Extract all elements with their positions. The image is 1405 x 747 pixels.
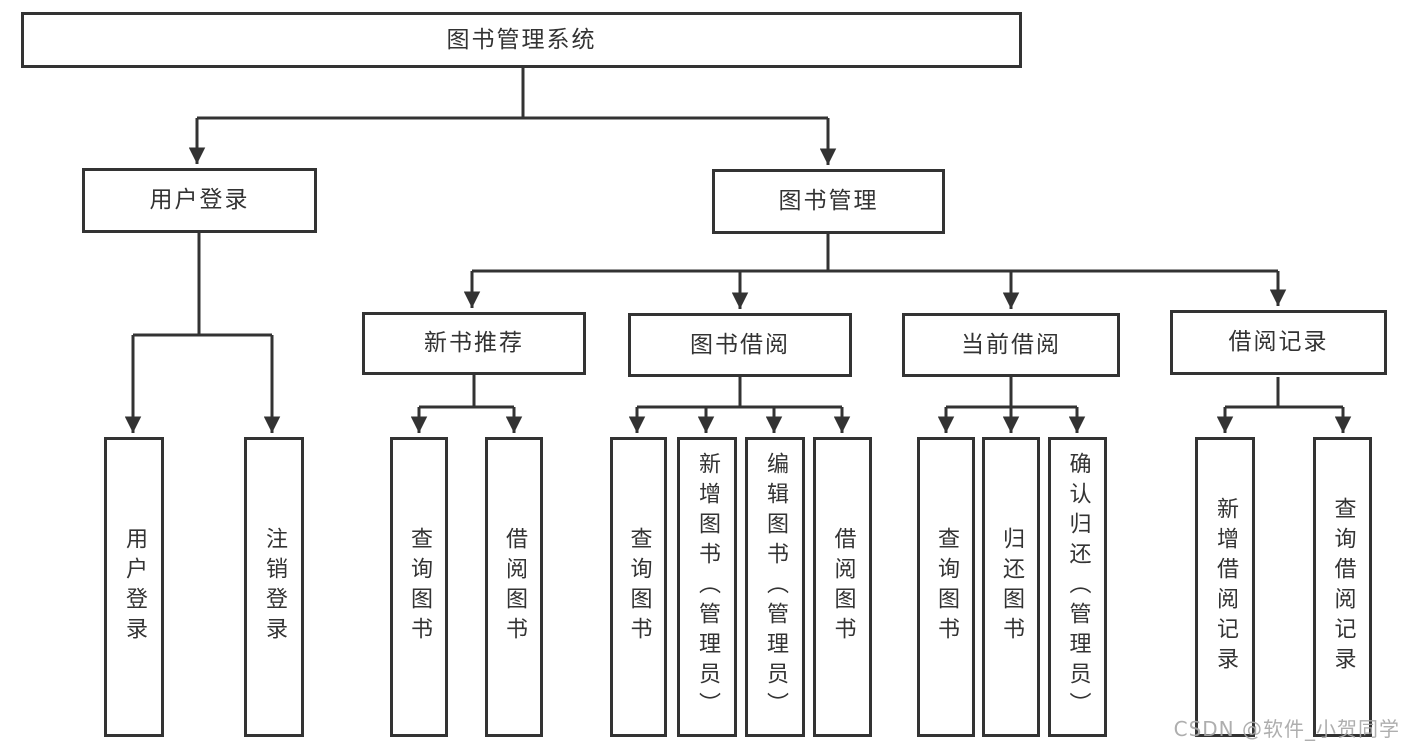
leaf-return-book: 归还图书	[982, 437, 1040, 737]
connector-arrows	[124, 118, 1352, 433]
node-label: 图书管理	[778, 188, 879, 214]
leaf-label: 注销登录	[262, 527, 287, 647]
leaf-confirm-return-admin: 确认归还（管理员）	[1048, 437, 1107, 737]
leaf-user-login: 用户登录	[104, 437, 164, 737]
leaf-label: 借阅图书	[502, 527, 527, 647]
node-label: 新书推荐	[424, 330, 524, 356]
leaf-add-book-admin: 新增图书（管理员）	[677, 437, 737, 737]
leaf-query-books-recommend: 查询图书	[390, 437, 448, 737]
csdn-watermark: CSDN @软件_小贺同学	[1173, 717, 1400, 741]
node-library-management-system: 图书管理系统	[21, 12, 1022, 68]
node-borrowing-records: 借阅记录	[1170, 310, 1387, 375]
leaf-edit-book-admin: 编辑图书（管理员）	[745, 437, 805, 737]
node-book-management: 图书管理	[712, 169, 945, 234]
leaf-borrow-books-recommend: 借阅图书	[485, 437, 543, 737]
leaf-label: 用户登录	[122, 527, 147, 647]
leaf-label: 确认归还（管理员）	[1065, 452, 1091, 722]
node-label: 当前借阅	[961, 331, 1061, 358]
leaf-add-borrow-record: 新增借阅记录	[1195, 437, 1255, 737]
leaf-label: 查询图书	[626, 527, 652, 647]
leaf-logout: 注销登录	[244, 437, 304, 737]
node-book-borrowing: 图书借阅	[628, 313, 852, 377]
node-user-login: 用户登录	[82, 168, 317, 233]
node-new-book-recommend: 新书推荐	[362, 312, 586, 375]
leaf-label: 归还图书	[999, 527, 1024, 647]
leaf-label: 编辑图书（管理员）	[763, 452, 788, 722]
leaf-label: 查询图书	[407, 527, 432, 647]
leaf-query-books-current: 查询图书	[917, 437, 975, 737]
node-label: 图书借阅	[690, 331, 790, 358]
leaf-label: 借阅图书	[830, 527, 856, 647]
leaf-label: 查询借阅记录	[1330, 497, 1356, 677]
node-label: 借阅记录	[1228, 329, 1329, 355]
leaf-borrow-books: 借阅图书	[813, 437, 872, 737]
leaf-query-books-borrowing: 查询图书	[610, 437, 667, 737]
leaf-label: 新增图书（管理员）	[695, 452, 720, 722]
leaf-query-borrow-record: 查询借阅记录	[1313, 437, 1372, 737]
node-current-borrowing: 当前借阅	[902, 313, 1120, 377]
node-label: 用户登录	[149, 187, 250, 213]
node-label: 图书管理系统	[446, 26, 597, 53]
leaf-label: 新增借阅记录	[1213, 497, 1238, 677]
leaf-label: 查询图书	[934, 527, 959, 647]
